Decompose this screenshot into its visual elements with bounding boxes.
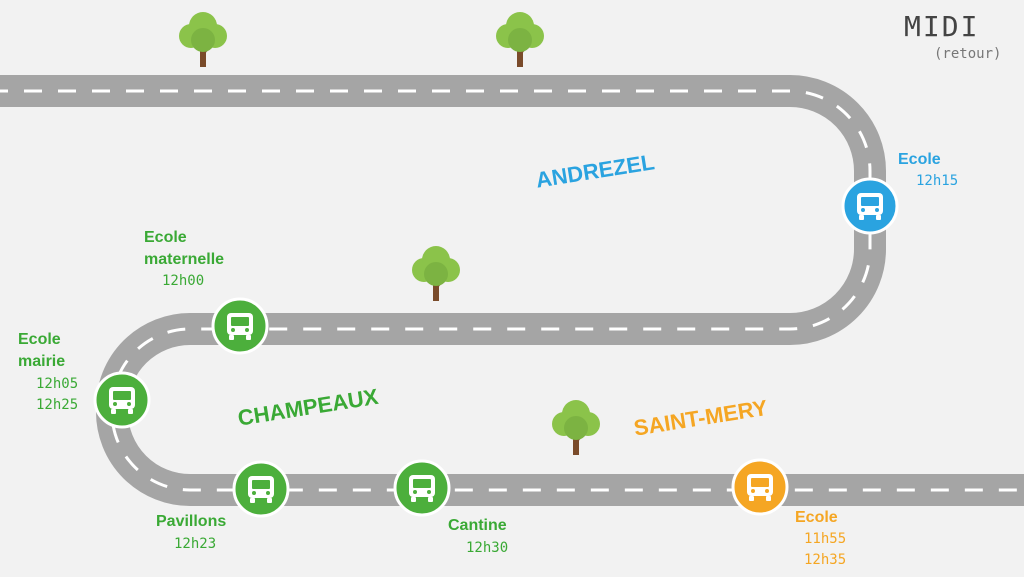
stop-name: Ecole: [898, 151, 941, 168]
stop-time: 12h23: [174, 536, 217, 552]
stop-name: Pavillons: [156, 513, 227, 530]
bus-stop-pavillons[interactable]: [232, 460, 290, 518]
bus-stop-ecole-saint-mery[interactable]: [731, 458, 789, 516]
tree-icon: [494, 10, 546, 69]
stop-name: Ecole: [18, 331, 61, 348]
bus-stop-ecole-mairie[interactable]: [93, 371, 151, 429]
stop-time: 12h05: [36, 376, 79, 392]
stop-time: 11h55: [804, 531, 847, 547]
stop-time: 12h25: [36, 397, 79, 413]
bus-stop-cantine[interactable]: [393, 459, 451, 517]
stop-name: mairie: [18, 353, 66, 370]
stop-name: Ecole: [144, 229, 187, 246]
road-center-dashes: [0, 89, 1024, 492]
stop-name: Ecole: [795, 509, 838, 526]
stop-time: 12h30: [466, 540, 509, 556]
stop-time: 12h35: [804, 552, 847, 568]
stop-time: 12h00: [162, 273, 205, 289]
road: [0, 75, 1024, 506]
stop-name: maternelle: [144, 251, 225, 268]
tree-icon: [550, 398, 602, 457]
stop-name: Cantine: [448, 517, 507, 534]
bus-stop-ecole-maternelle[interactable]: [211, 297, 269, 355]
tree-icon: [177, 10, 229, 69]
page-subtitle: (retour): [934, 46, 1002, 62]
stop-time: 12h15: [916, 173, 959, 189]
tree-icon: [410, 244, 462, 303]
page-title: MIDI: [904, 10, 980, 43]
bus-stop-ecole-andrezel[interactable]: [841, 177, 899, 235]
